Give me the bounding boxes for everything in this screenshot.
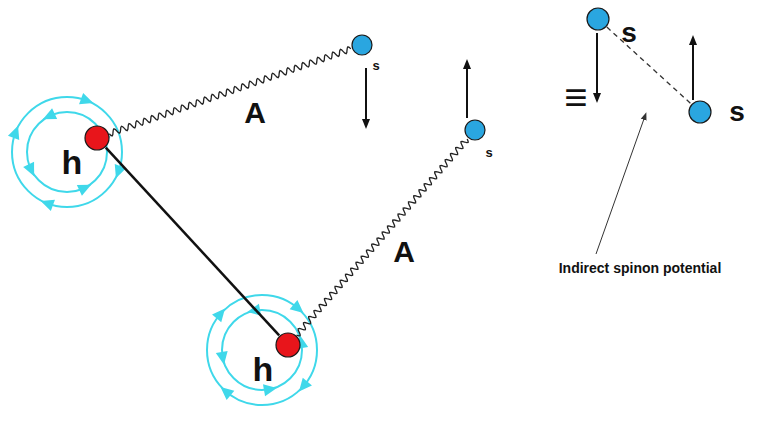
potential-line [607, 27, 691, 104]
spinon-node: s [586, 7, 610, 31]
spinon-label: s [485, 146, 492, 159]
spinon-label: s [621, 19, 637, 47]
spinon-circle [586, 7, 610, 31]
gauge-field-line [109, 47, 350, 136]
holon-circle [84, 125, 110, 151]
spin-up-arrow [692, 40, 694, 100]
gauge-field-line [297, 139, 469, 336]
spin-up-arrow [466, 64, 468, 118]
spin-down-arrow [596, 33, 598, 98]
holon-node: h [275, 332, 301, 358]
edge-label: A [242, 98, 268, 128]
spinon-node: s [351, 34, 373, 56]
annotation: Indirect spinon potential [559, 261, 722, 275]
edge-label: A [391, 237, 417, 267]
spinon-circle [464, 119, 486, 141]
leader-line [596, 116, 645, 254]
spinon-label: s [729, 98, 745, 126]
spinon-node: s [688, 100, 712, 124]
spinon-node: s [464, 119, 486, 141]
spinon-circle [351, 34, 373, 56]
vortex-rings [207, 295, 317, 405]
bond-line [106, 148, 279, 336]
holon-node: h [84, 125, 110, 151]
holon-label: h [253, 352, 274, 386]
holon-circle [275, 332, 301, 358]
holon-label: h [62, 145, 83, 179]
spinon-label: s [372, 59, 379, 72]
equivalence-sign: ≡ [564, 77, 587, 117]
spin-down-arrow [365, 68, 367, 124]
spinon-circle [688, 100, 712, 124]
